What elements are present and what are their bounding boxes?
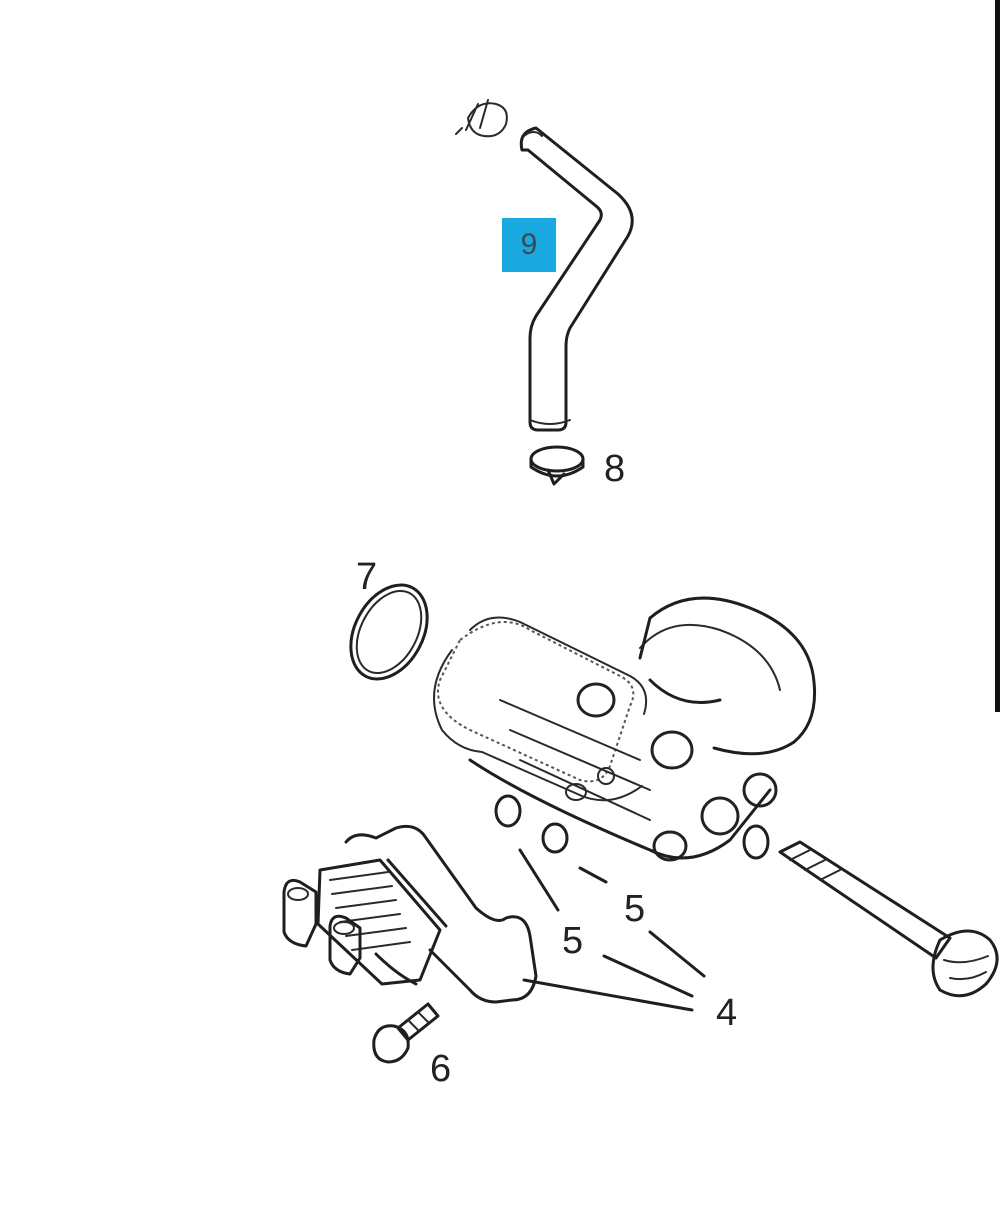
part-8-label: 8 (604, 448, 626, 490)
hose-clamp-top (455, 99, 508, 138)
oil-cooler (282, 824, 538, 1004)
part-5-label-lower: 5 (562, 920, 584, 962)
part-9-highlight-label[interactable]: 9 (502, 218, 556, 272)
part-6-label: 6 (430, 1048, 452, 1090)
long-bolt (778, 840, 999, 998)
seal-rings-5 (494, 794, 770, 860)
right-border-rule (995, 0, 1000, 712)
part-4-label: 4 (716, 992, 738, 1034)
part-5-label-upper: 5 (624, 888, 646, 930)
oil-filter-housing (433, 596, 817, 862)
screw-6 (372, 1002, 440, 1064)
o-ring-7 (349, 583, 429, 681)
hose-clamp-8 (529, 445, 585, 486)
coolant-hose (519, 126, 634, 432)
part-7-label: 7 (356, 556, 378, 598)
leader-lines (518, 848, 706, 1012)
